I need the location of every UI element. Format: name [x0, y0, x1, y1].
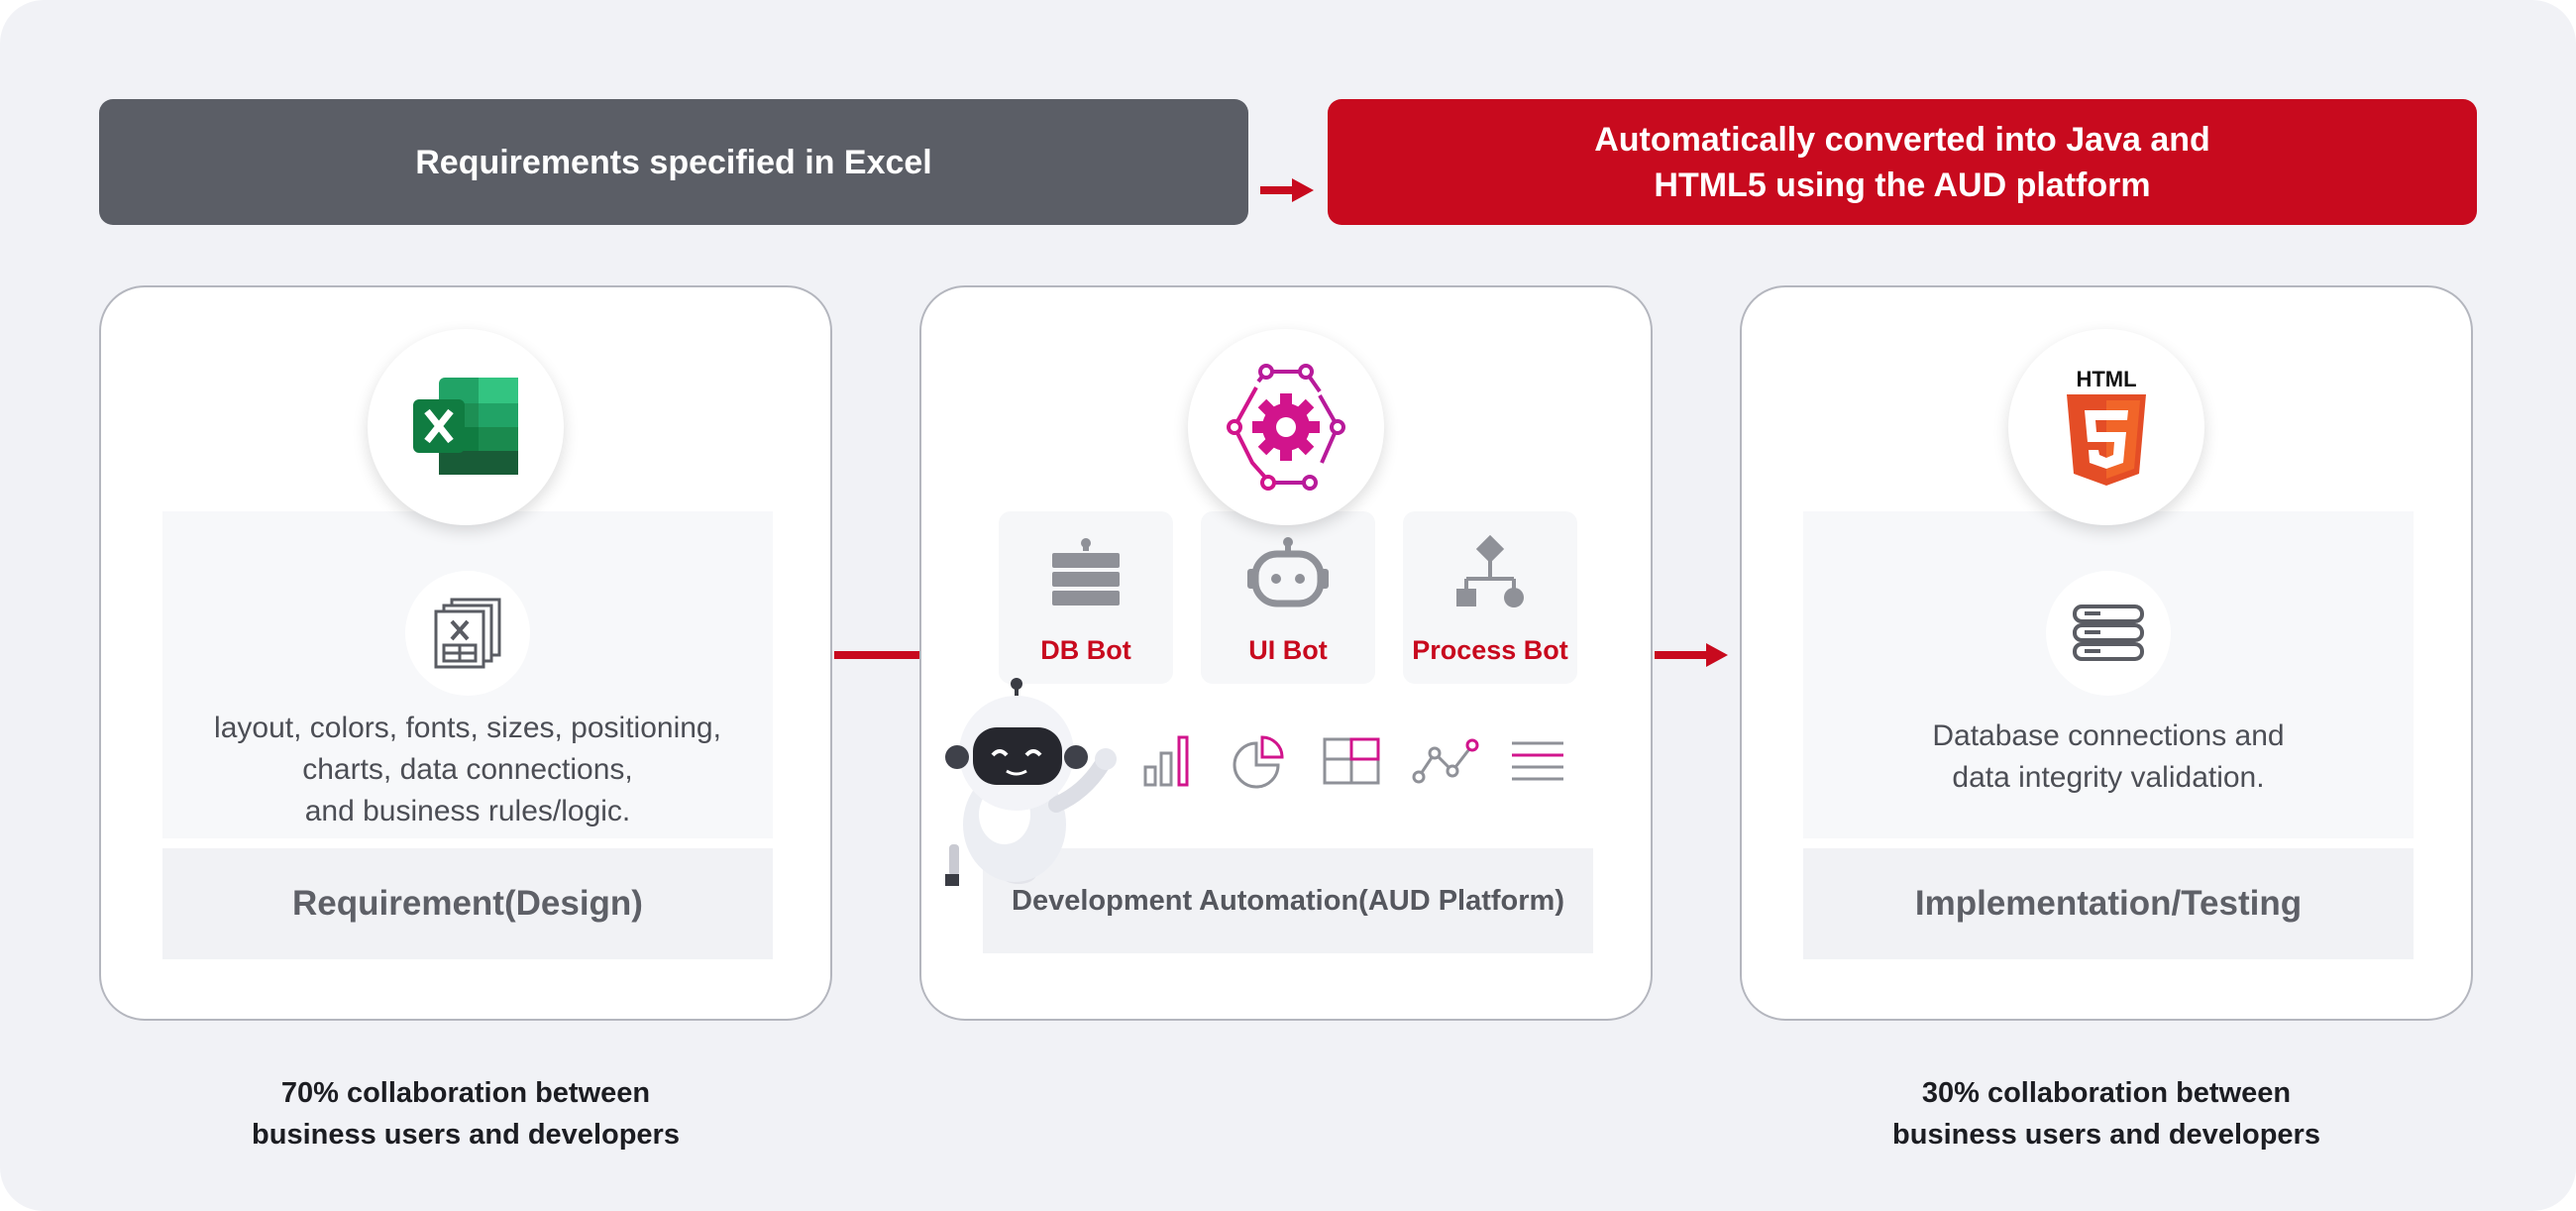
implementation-content: Database connections and data integrity … [1803, 511, 2414, 838]
requirement-desc-line-3: and business rules/logic. [304, 795, 631, 827]
development-panel: DB Bot UI Bot [919, 285, 1653, 1021]
line-chart-icon [1412, 738, 1479, 784]
excel-icon [413, 378, 518, 475]
requirement-description: layout, colors, fonts, sizes, positionin… [162, 708, 773, 832]
html5-icon: HTML [2067, 367, 2146, 486]
robot-mascot [945, 678, 1117, 886]
implementation-panel: Database connections and data integrity … [1740, 285, 2473, 1021]
process-bot-label: Process Bot [1412, 635, 1568, 665]
pie-chart-icon [1233, 735, 1284, 789]
list-lines-icon [1512, 741, 1563, 781]
server-icon [2046, 571, 2171, 696]
implementation-desc-line-1: Database connections and [1932, 719, 2285, 752]
requirement-panel: layout, colors, fonts, sizes, positionin… [99, 285, 832, 1021]
html5-logo-circle: HTML [2008, 329, 2204, 525]
process-bot-card: Process Bot [1403, 511, 1577, 684]
banner-right-line-1: Automatically converted into Java and [1594, 120, 2210, 159]
implementation-label: Implementation/Testing [1803, 848, 2414, 959]
implementation-desc-line-2: data integrity validation. [1952, 761, 2265, 794]
robot-head-icon [1247, 537, 1329, 607]
excel-requirements-banner: Requirements specified in Excel [99, 99, 1248, 225]
implementation-description: Database connections and data integrity … [1803, 716, 2414, 799]
connector-arrow [1655, 643, 1728, 667]
grid-layout-icon [1323, 737, 1380, 785]
right-caption-line-1: 30% collaboration between [1921, 1077, 2292, 1109]
database-stack-icon [1052, 538, 1120, 606]
banner-right-line-2: HTML5 using the AUD platform [1654, 165, 2151, 204]
gear-network-icon [1227, 364, 1345, 491]
banner-left-text: Requirements specified in Excel [415, 143, 932, 181]
ui-bot-card: UI Bot [1201, 511, 1375, 684]
right-collaboration-caption: 30% collaboration between business users… [1740, 1072, 2473, 1156]
db-bot-card: DB Bot [999, 511, 1173, 684]
html5-badge-text: HTML [2076, 367, 2136, 391]
bar-chart-icon [1143, 735, 1189, 787]
left-caption-line-2: business users and developers [252, 1119, 680, 1151]
spreadsheet-document-icon [405, 571, 530, 696]
requirement-label: Requirement(Design) [162, 848, 773, 959]
excel-logo-circle [368, 329, 564, 525]
process-flow-icon [1456, 535, 1524, 607]
ui-bot-label: UI Bot [1248, 635, 1328, 665]
requirement-desc-line-1: layout, colors, fonts, sizes, positionin… [214, 712, 721, 744]
right-caption-line-2: business users and developers [1892, 1119, 2320, 1151]
automation-gear-circle [1188, 329, 1384, 525]
left-collaboration-caption: 70% collaboration between business users… [99, 1072, 832, 1156]
left-caption-line-1: 70% collaboration between [280, 1077, 651, 1109]
development-label: Development Automation(AUD Platform) [983, 848, 1593, 953]
requirement-content: layout, colors, fonts, sizes, positionin… [162, 511, 773, 838]
banner-arrow [1260, 178, 1314, 202]
aud-conversion-banner: Automatically converted into Java and HT… [1328, 99, 2477, 225]
requirement-desc-line-2: charts, data connections, [302, 753, 633, 786]
connector-line [834, 651, 919, 659]
db-bot-label: DB Bot [1040, 635, 1131, 665]
